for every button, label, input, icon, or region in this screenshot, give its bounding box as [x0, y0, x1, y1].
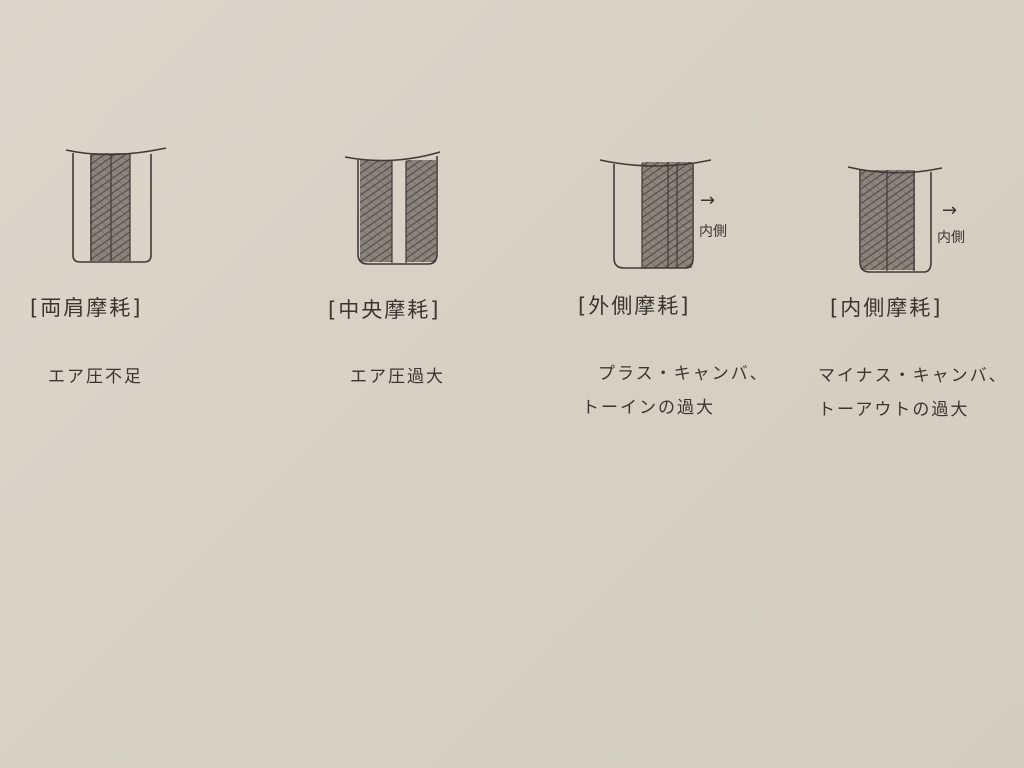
tire3-arrow-icon: →: [700, 190, 716, 211]
tire-shoulder-wear: [65, 147, 167, 263]
label-outer-wear: [外側摩耗]: [578, 294, 691, 318]
tire-outer-wear: [599, 159, 712, 269]
label-inner-wear: [内側摩耗]: [830, 296, 943, 320]
label-center-wear: [中央摩耗]: [328, 298, 441, 322]
tire-inner-wear: [847, 166, 943, 273]
tire3-arrow-note: 内側: [699, 224, 727, 240]
note-line: トーインの過大: [582, 398, 715, 418]
tire-center-wear: [344, 151, 441, 265]
note-line: プラス・キャンバ、: [598, 364, 769, 384]
note-center-wear: エア圧過大: [350, 360, 445, 394]
note-line: エア圧不足: [48, 367, 143, 387]
note-line: トーアウトの過大: [818, 400, 970, 420]
tire4-arrow-note: 内側: [937, 230, 965, 246]
note-inner-wear: マイナス・キャンバ、 トーアウトの過大: [818, 359, 1008, 427]
note-shoulder-wear: エア圧不足: [48, 360, 143, 394]
label-shoulder-wear: [両肩摩耗]: [30, 296, 143, 320]
note-line: エア圧過大: [350, 367, 445, 387]
note-outer-wear: プラス・キャンバ、 トーインの過大: [582, 357, 769, 425]
note-line: マイナス・キャンバ、: [818, 366, 1008, 386]
tire4-arrow-icon: →: [942, 200, 958, 221]
